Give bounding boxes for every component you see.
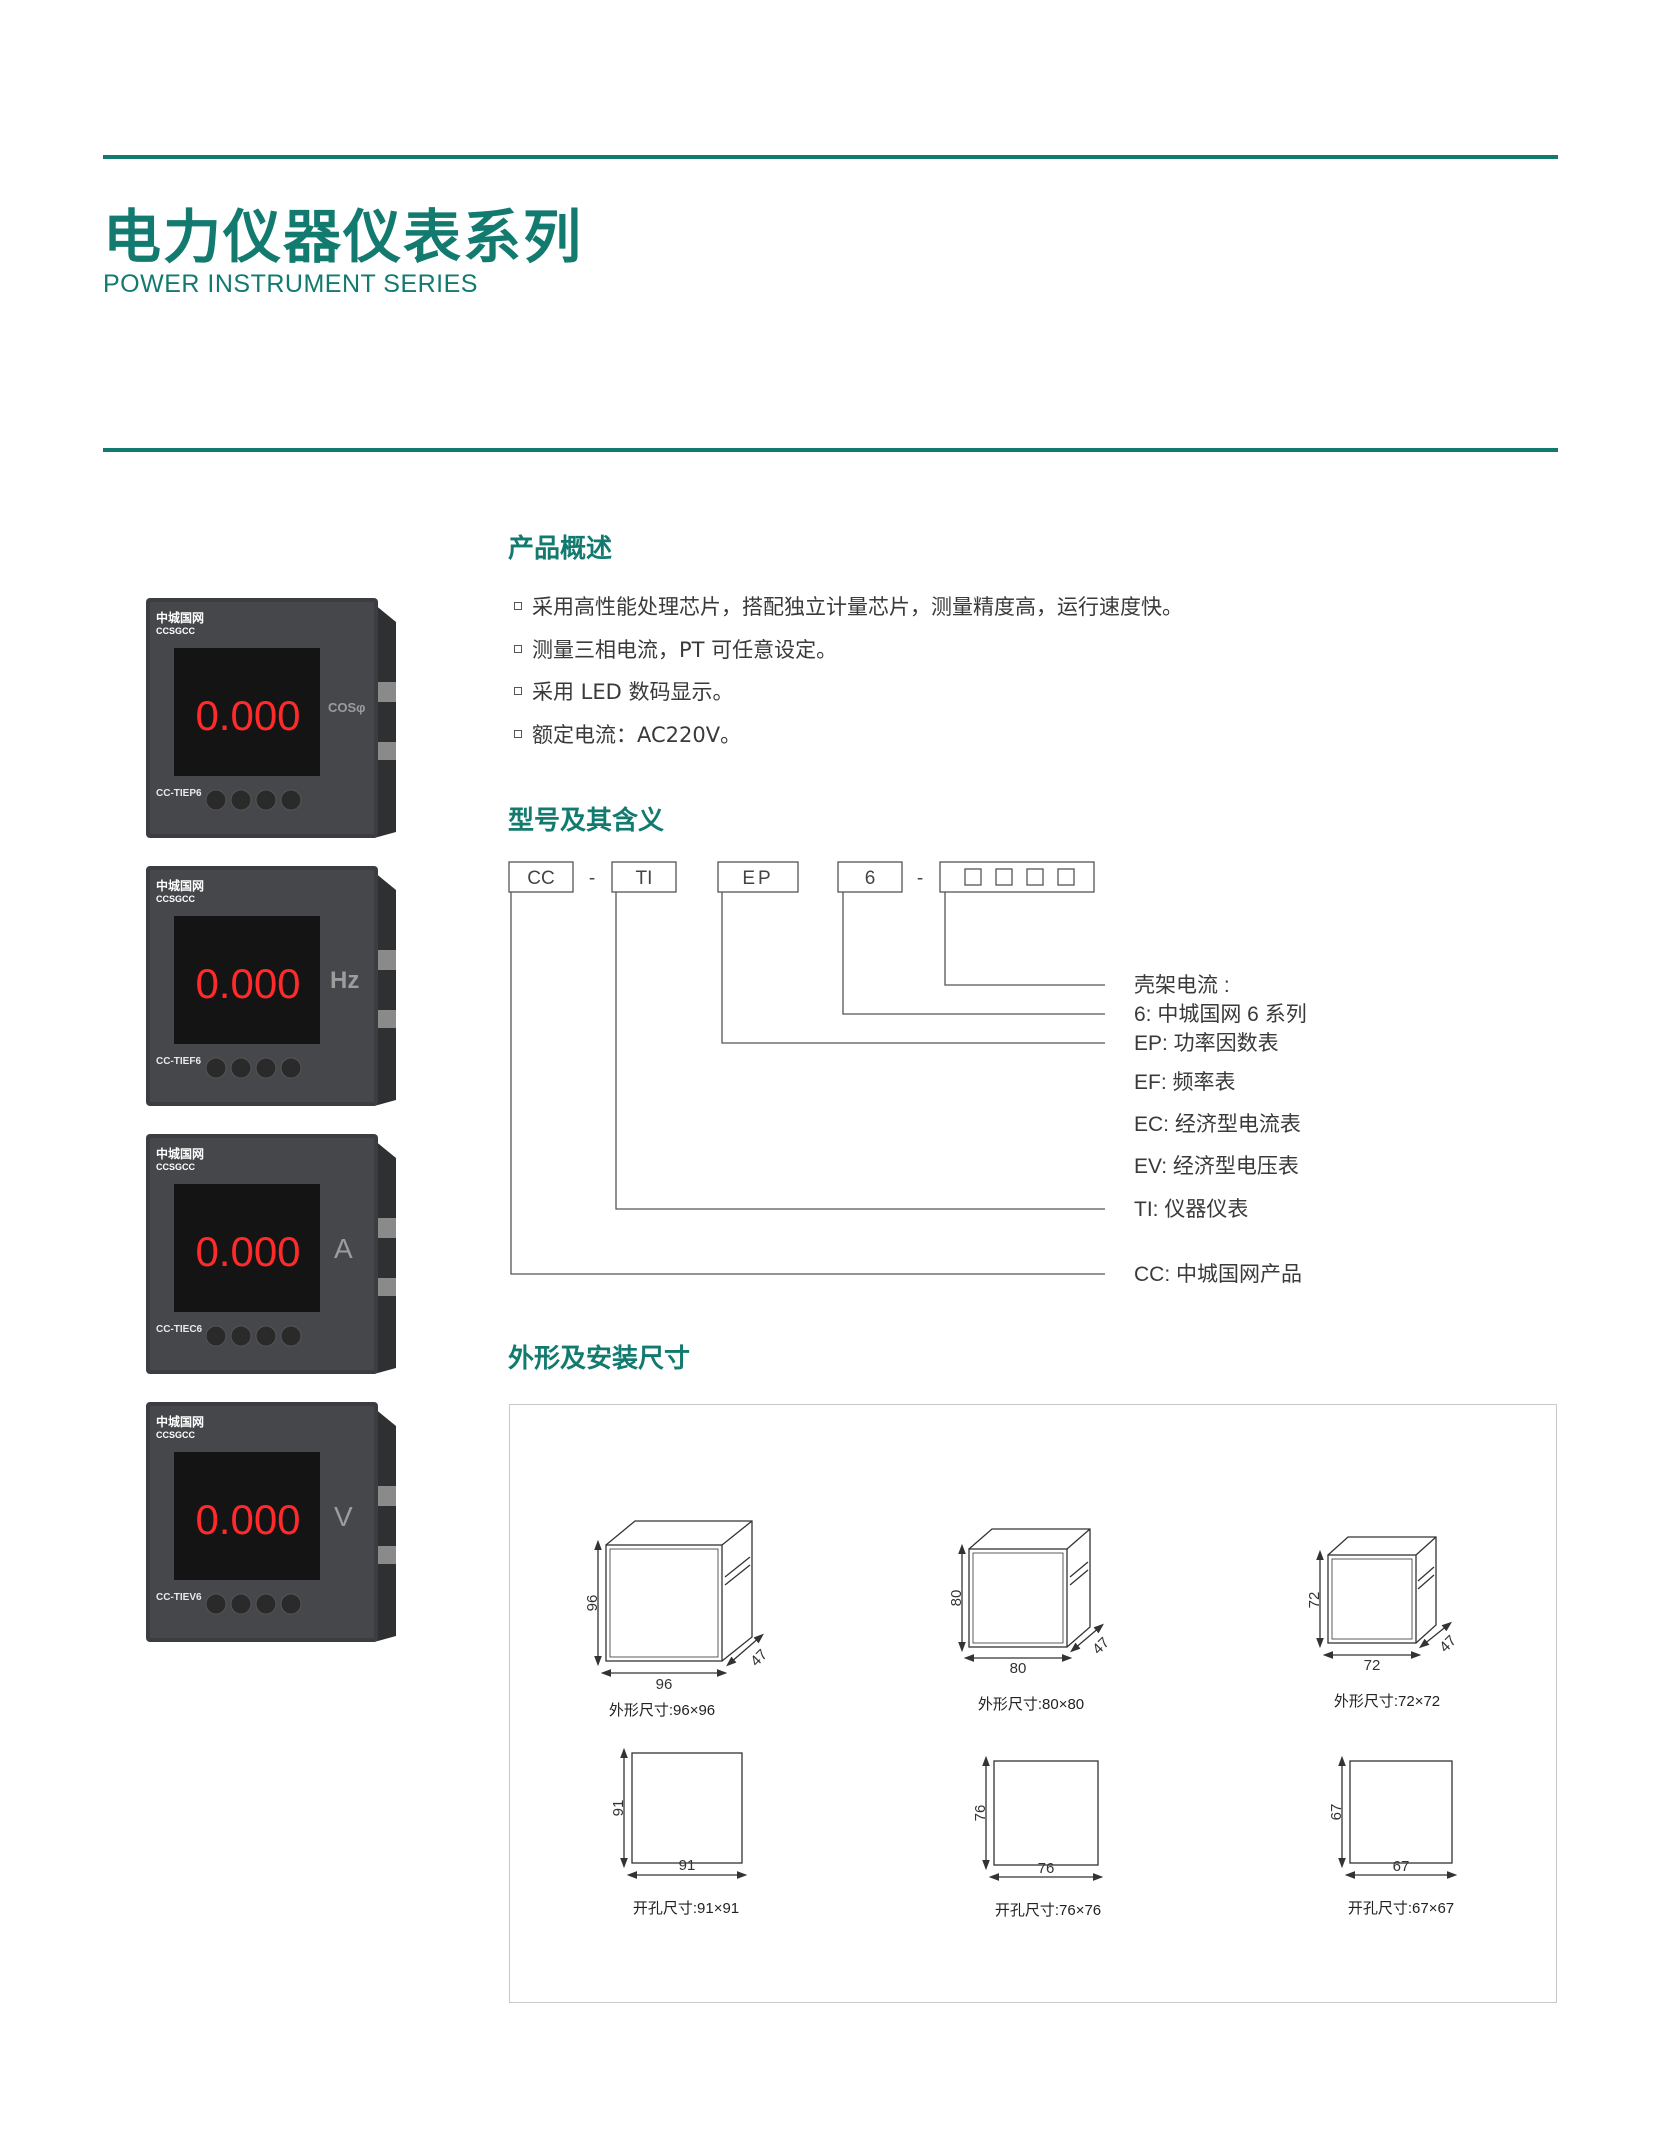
device-current-meter: 中城国网 CCSGCC 0.000 A CC-TIEC6	[146, 1128, 396, 1382]
meaning-ev: EV: 经济型电压表	[1134, 1155, 1299, 1178]
device-voltage-meter: 中城国网 CCSGCC 0.000 V CC-TIEV6	[146, 1396, 396, 1650]
feature-item: 额定电流：AC220V。	[514, 713, 1183, 756]
unit-label: A	[334, 1233, 353, 1264]
model-code-diagram: CC TI EP 6 - - 壳架电流 : 6: 中城国网 6 系列 EP: 功…	[508, 861, 1307, 1286]
code-ti: TI	[636, 868, 653, 889]
unit-label: V	[334, 1501, 353, 1532]
led-reading: 0.000	[195, 1228, 300, 1275]
cutout-width-67: 67	[1393, 1858, 1410, 1875]
meaning-ec: EC: 经济型电流表	[1134, 1113, 1301, 1136]
unit-label: COSφ	[328, 700, 365, 715]
meaning-cc: CC: 中城国网产品	[1134, 1263, 1302, 1286]
cutout-drawing-67	[1338, 1755, 1458, 1879]
outline-width-72: 72	[1364, 1657, 1381, 1674]
leader-6	[842, 892, 1105, 1015]
outline-drawing-80	[958, 1528, 1104, 1662]
code-cc: CC	[527, 868, 554, 889]
separator: -	[589, 868, 595, 889]
feature-list: 采用高性能处理芯片，搭配独立计量芯片，测量精度高，运行速度快。 测量三相电流，P…	[514, 585, 1183, 755]
code-box-frame	[939, 861, 1095, 893]
bullet-square-icon	[514, 729, 522, 738]
meter-image: 中城国网 CCSGCC 0.000 Hz CC-TIEF6	[146, 866, 396, 1106]
leader-ti	[615, 892, 1105, 1210]
meaning-6: 6: 中城国网 6 系列	[1134, 1003, 1307, 1026]
cutout-caption-76: 开孔尺寸:76×76	[995, 1902, 1101, 1919]
outline-depth-72: 47	[1436, 1632, 1460, 1656]
meaning-frame: 壳架电流 :	[1134, 974, 1230, 997]
brand-label: 中城国网	[156, 878, 204, 893]
outline-caption-72: 外形尺寸:72×72	[1334, 1693, 1440, 1710]
outline-depth-80: 47	[1089, 1634, 1113, 1658]
cutout-height-91: 91	[610, 1800, 627, 1817]
leader-cc	[510, 892, 1105, 1275]
outline-caption-96: 外形尺寸:96×96	[609, 1702, 715, 1719]
meter-image: 中城国网 CCSGCC 0.000 COSφ CC-TIEP6	[146, 598, 396, 838]
model-label: CC-TIEF6	[156, 1056, 201, 1067]
outline-depth-96: 47	[747, 1646, 771, 1670]
bullet-square-icon	[514, 687, 522, 696]
mid-rule	[103, 448, 1558, 452]
brand-label: 中城国网	[156, 610, 204, 625]
led-reading: 0.000	[195, 1496, 300, 1543]
leader-ep	[721, 892, 1105, 1044]
page-title: 电力仪器仪表系列	[103, 203, 584, 271]
outline-height-96: 96	[584, 1595, 601, 1612]
meaning-ti: TI: 仪器仪表	[1134, 1198, 1248, 1221]
outline-drawing-96	[594, 1520, 764, 1677]
brand-label: 中城国网	[156, 1414, 204, 1429]
bullet-square-icon	[514, 602, 522, 611]
outline-width-96: 96	[656, 1676, 673, 1693]
cutout-height-67: 67	[1328, 1804, 1345, 1821]
outline-width-80: 80	[1010, 1660, 1027, 1677]
overview-heading: 产品概述	[508, 534, 613, 564]
model-label: CC-TIEP6	[156, 788, 202, 799]
meaning-ep: EP: 功率因数表	[1134, 1032, 1279, 1055]
code-box-cc	[508, 861, 574, 893]
feature-item: 采用高性能处理芯片，搭配独立计量芯片，测量精度高，运行速度快。	[514, 585, 1183, 628]
led-reading: 0.000	[195, 692, 300, 739]
device-power-factor-meter: 中城国网 CCSGCC 0.000 COSφ CC-TIEP6	[146, 592, 396, 846]
model-heading: 型号及其含义	[508, 806, 665, 836]
feature-item: 采用 LED 数码显示。	[514, 670, 1183, 713]
bullet-square-icon	[514, 644, 522, 653]
brand-en-label: CCSGCC	[156, 1430, 196, 1440]
brand-en-label: CCSGCC	[156, 626, 196, 636]
brand-en-label: CCSGCC	[156, 894, 196, 904]
top-rule	[103, 155, 1558, 159]
model-label: CC-TIEC6	[156, 1324, 203, 1335]
cutout-caption-67: 开孔尺寸:67×67	[1348, 1900, 1454, 1917]
outline-caption-80: 外形尺寸:80×80	[978, 1696, 1084, 1713]
dimension-drawings: 96 96 47 外形尺寸:96×96 80 80 47 外形尺寸:80×80	[584, 1520, 1460, 1919]
outline-drawing-72	[1316, 1536, 1453, 1659]
cutout-width-76: 76	[1038, 1860, 1055, 1877]
meaning-ef: EF: 频率表	[1134, 1071, 1236, 1094]
code-6: 6	[865, 868, 876, 889]
code-ep: EP	[742, 868, 773, 889]
separator: -	[917, 868, 923, 889]
brand-label: 中城国网	[156, 1146, 204, 1161]
meter-image: 中城国网 CCSGCC 0.000 V CC-TIEV6	[146, 1402, 396, 1642]
code-box-ep	[717, 861, 799, 893]
code-box-6	[837, 861, 903, 893]
outline-height-80: 80	[948, 1590, 965, 1607]
led-reading: 0.000	[195, 960, 300, 1007]
cutout-drawing-76	[982, 1755, 1104, 1881]
cutout-caption-91: 开孔尺寸:91×91	[633, 1900, 739, 1917]
page-subtitle: POWER INSTRUMENT SERIES	[103, 270, 478, 298]
code-box-ti	[611, 861, 677, 893]
device-frequency-meter: 中城国网 CCSGCC 0.000 Hz CC-TIEF6	[146, 860, 396, 1114]
cutout-width-91: 91	[679, 1857, 696, 1874]
meter-image: 中城国网 CCSGCC 0.000 A CC-TIEC6	[146, 1134, 396, 1374]
dimension-drawings-panel: 96 96 47 外形尺寸:96×96 80 80 47 外形尺寸:80×80	[509, 1404, 1557, 2003]
cutout-drawing-91	[620, 1747, 748, 1879]
leader-frame	[944, 892, 1105, 986]
unit-label: Hz	[330, 967, 359, 994]
dimensions-heading: 外形及安装尺寸	[508, 1344, 691, 1374]
brand-en-label: CCSGCC	[156, 1162, 196, 1172]
cutout-height-76: 76	[972, 1805, 989, 1822]
feature-item: 测量三相电流，PT 可任意设定。	[514, 628, 1183, 671]
model-label: CC-TIEV6	[156, 1592, 202, 1603]
outline-height-72: 72	[1306, 1592, 1323, 1609]
